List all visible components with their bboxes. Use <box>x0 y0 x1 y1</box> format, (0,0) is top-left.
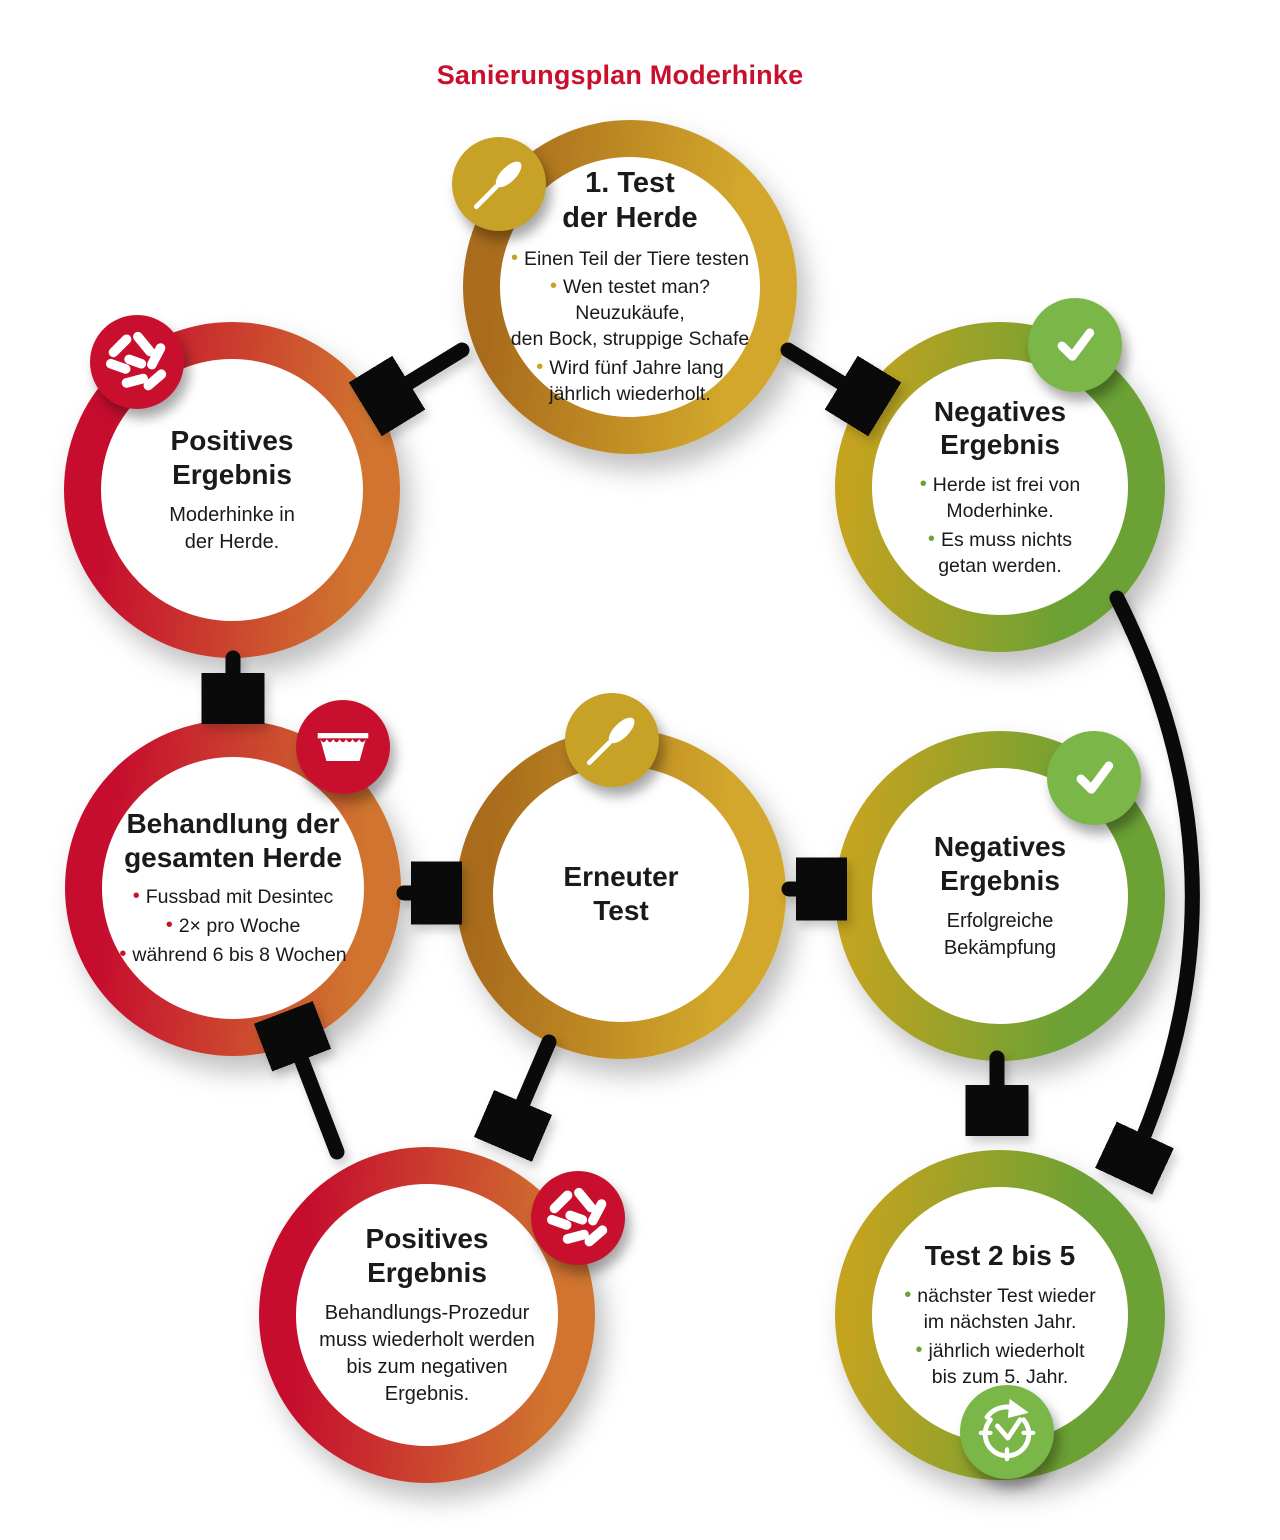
node-heading: Positives Ergebnis <box>365 1223 489 1288</box>
bullet-item: •Fussbad mit Desintec <box>119 884 346 911</box>
bacteria-icon <box>547 1187 608 1247</box>
bacteria-icon <box>106 331 167 391</box>
badge-first-test <box>452 137 546 231</box>
node-first-test: 1. Test der Herde •Einen Teil der Tiere … <box>463 120 797 454</box>
node-heading: Negatives Ergebnis <box>933 395 1067 461</box>
bullet-item: •Wird fünf Jahre lang jährlich wiederhol… <box>506 355 754 408</box>
bullet-item: •nächster Test wieder im nächsten Jahr. <box>904 1283 1096 1336</box>
bullet-text: Es muss nichts getan werden. <box>938 528 1073 577</box>
bullet-text: nächster Test wieder im nächsten Jahr. <box>917 1284 1096 1333</box>
node-heading: Erneuter Test <box>563 861 679 926</box>
bullet-text: jährlich wiederholt bis zum 5. Jahr. <box>928 1339 1085 1388</box>
bullet-item: •2× pro Woche <box>119 913 346 940</box>
node-heading: 1. Test der Herde <box>562 166 698 234</box>
node-treatment-content: Behandlung der gesamten Herde •Fussbad m… <box>102 757 364 1019</box>
swab-icon <box>473 161 522 210</box>
node-body: Moderhinke in der Herde. <box>169 503 295 553</box>
clock-repeat-icon <box>978 1398 1036 1462</box>
bullet-dot: • <box>165 914 173 937</box>
node-positive-result-2-content: Positives Ergebnis Behandlungs-Prozedur … <box>296 1184 558 1446</box>
badge-negative-result-1 <box>1028 298 1122 392</box>
check-icon <box>1057 328 1095 361</box>
node-body: Behandlungs-Prozedur muss wiederholt wer… <box>319 1301 535 1405</box>
bullet-dot: • <box>536 356 544 379</box>
bullet-item: •Wen testet man? Neuzukäufe, den Bock, s… <box>506 274 754 353</box>
node-bullets: •Herde ist frei von Moderhinke. •Es muss… <box>920 472 1080 580</box>
node-heading: Negatives Ergebnis <box>933 831 1067 896</box>
badge-retest <box>565 693 659 787</box>
bullet-dot: • <box>549 275 557 298</box>
bullet-text: 2× pro Woche <box>178 915 301 938</box>
bullet-text: Einen Teil der Tiere testen <box>523 247 750 270</box>
node-first-test-content: 1. Test der Herde •Einen Teil der Tiere … <box>500 157 760 417</box>
node-positive-result-2: Positives Ergebnis Behandlungs-Prozedur … <box>259 1147 595 1483</box>
node-bullets: •Einen Teil der Tiere testen •Wen testet… <box>506 246 754 409</box>
bullet-item: •Einen Teil der Tiere testen <box>506 246 754 273</box>
node-heading: Test 2 bis 5 <box>924 1240 1076 1272</box>
node-negative-result-1-content: Negatives Ergebnis •Herde ist frei von M… <box>872 359 1128 615</box>
node-treatment: Behandlung der gesamten Herde •Fussbad m… <box>65 720 401 1056</box>
node-bullets: •nächster Test wieder im nächsten Jahr. … <box>904 1283 1096 1391</box>
bullet-dot: • <box>927 527 935 550</box>
bullet-text: während 6 bis 8 Wochen <box>132 944 347 967</box>
bullet-item: •Es muss nichts getan werden. <box>920 527 1080 580</box>
node-heading: Positives Ergebnis <box>170 425 294 490</box>
swab-icon <box>586 717 635 766</box>
bullet-dot: • <box>119 943 127 966</box>
arrow-retest-to-positive2 <box>507 1034 557 1140</box>
bullet-text: Wird fünf Jahre lang jährlich wiederholt… <box>549 357 724 406</box>
node-bullets: •Fussbad mit Desintec •2× pro Woche •wäh… <box>119 884 346 969</box>
node-heading: Behandlung der gesamten Herde <box>124 808 342 873</box>
bullet-text: Wen testet man? Neuzukäufe, den Bock, st… <box>510 276 750 351</box>
page-title: Sanierungsplan Moderhinke <box>436 60 804 90</box>
node-retest-content: Erneuter Test <box>493 766 749 1022</box>
badge-positive-result-1 <box>90 315 184 409</box>
badge-test-2-to-5 <box>960 1385 1054 1479</box>
bullet-text: Herde ist frei von Moderhinke. <box>932 473 1081 522</box>
check-icon <box>1076 761 1114 794</box>
bullet-dot: • <box>904 1283 912 1306</box>
arrow-first-test-to-positive1 <box>374 342 470 404</box>
badge-treatment <box>296 700 390 794</box>
bullet-dot: • <box>132 885 140 908</box>
bullet-item: •jährlich wiederholt bis zum 5. Jahr. <box>904 1338 1096 1391</box>
bullet-item: •Herde ist frei von Moderhinke. <box>920 472 1080 525</box>
bullet-dot: • <box>915 1338 923 1361</box>
bullet-text: Fussbad mit Desintec <box>145 886 334 909</box>
bullet-dot: • <box>510 246 518 269</box>
badge-negative-result-2 <box>1047 731 1141 825</box>
bullet-dot: • <box>919 472 927 495</box>
wash-tub-icon <box>317 733 369 761</box>
bullet-item: •während 6 bis 8 Wochen <box>119 942 346 969</box>
badge-positive-result-2 <box>531 1171 625 1265</box>
node-body: Erfolgreiche Bekämpfung <box>943 909 1057 959</box>
